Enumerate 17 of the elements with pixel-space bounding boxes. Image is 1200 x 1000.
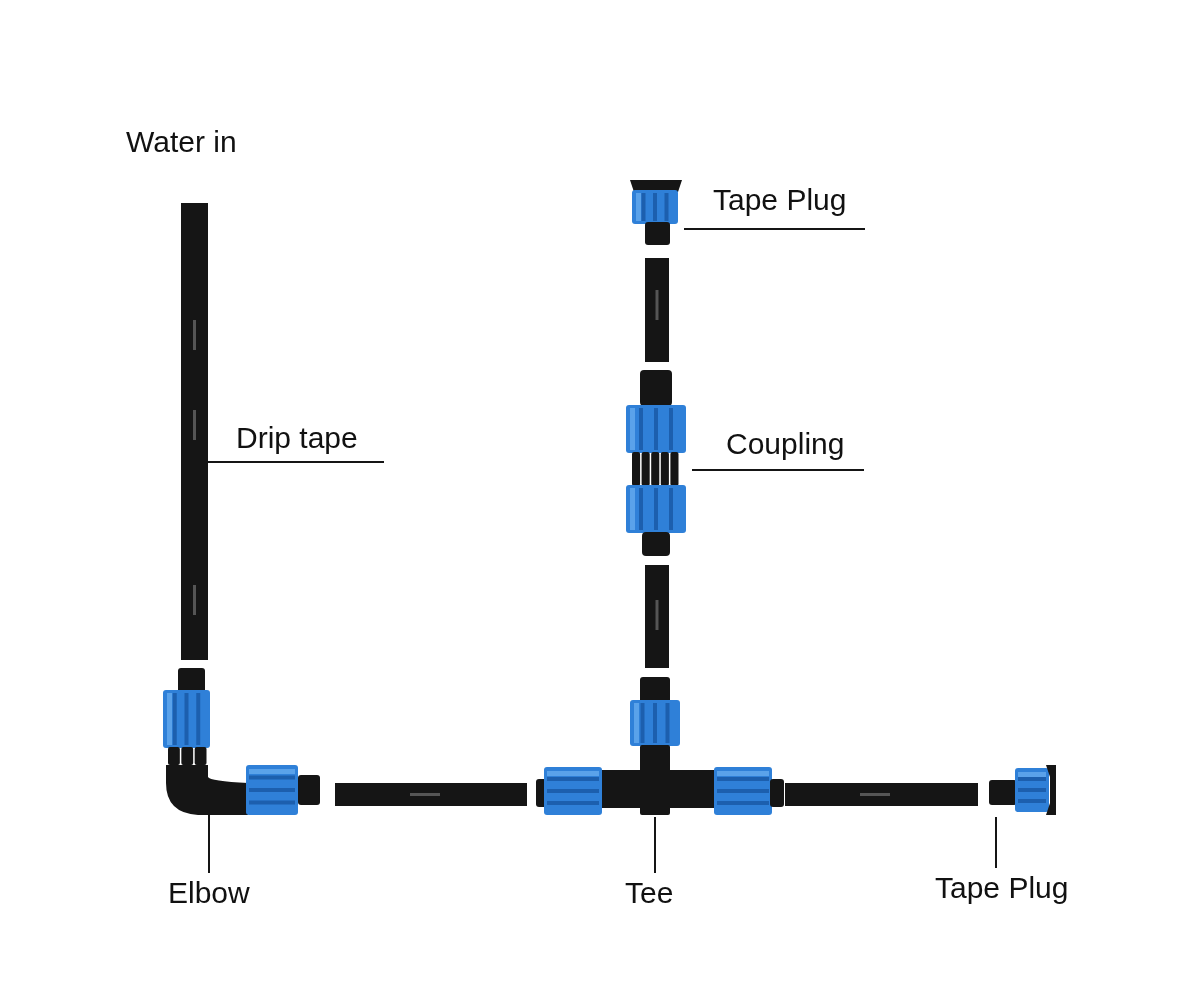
part-label: Elbow — [168, 873, 268, 913]
drip-tape — [181, 203, 208, 660]
leader-line — [995, 816, 997, 869]
inlet-label: Water in — [126, 124, 237, 160]
tape-plug-drawing — [628, 178, 684, 246]
leader-line — [683, 228, 866, 230]
part-label: Drip tape — [236, 418, 384, 458]
leader-line — [691, 469, 865, 471]
part-label: Tee — [625, 873, 685, 913]
part-label: Tape Plug — [713, 180, 865, 220]
leader-line — [207, 461, 385, 463]
leader-line — [654, 816, 656, 874]
part-label: Tape Plug — [935, 868, 1089, 908]
part-label: Coupling — [726, 424, 864, 464]
tape-plug-drawing — [986, 763, 1058, 817]
leader-line — [208, 814, 210, 874]
tee-fitting-drawing — [534, 675, 786, 817]
